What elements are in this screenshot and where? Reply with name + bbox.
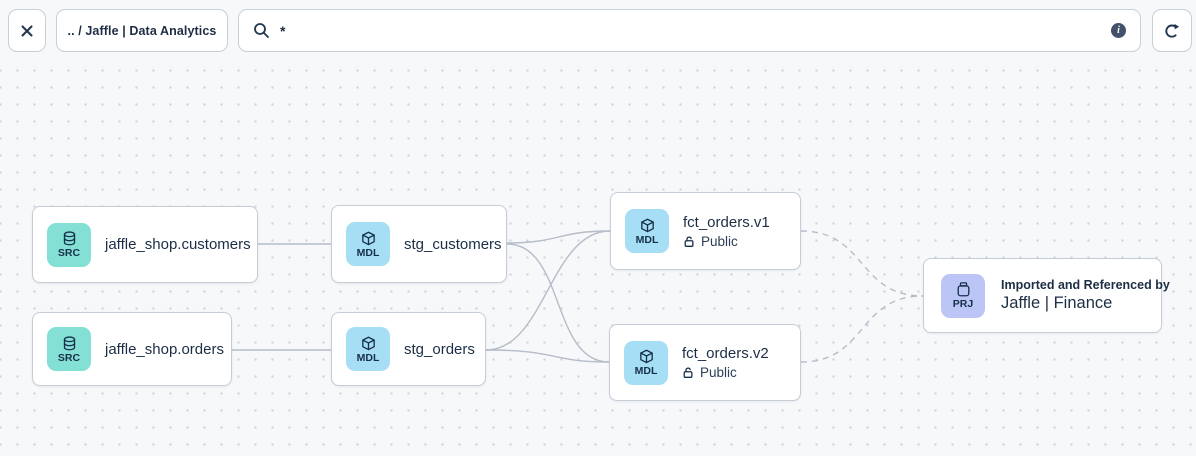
badge-label: MDL: [635, 233, 659, 246]
node-title: jaffle_shop.orders: [105, 340, 224, 358]
node-fct-orders-v2[interactable]: MDL fct_orders.v2 Public: [609, 324, 801, 401]
node-title: fct_orders.v2: [682, 345, 769, 362]
database-icon: [63, 231, 75, 246]
node-src-jaffle-shop-orders[interactable]: SRC jaffle_shop.orders: [32, 312, 232, 386]
node-fct-orders-v1[interactable]: MDL fct_orders.v1 Public: [610, 192, 801, 270]
cube-icon: [361, 336, 375, 350]
access-row: Public: [683, 234, 770, 249]
node-project-jaffle-finance[interactable]: PRJ Imported and Referenced by Jaffle | …: [923, 258, 1170, 333]
edge-stg-customers-fct-v2: [506, 243, 610, 363]
badge-label: SRC: [57, 247, 81, 259]
project-subtitle: Imported and Referenced by: [1001, 278, 1170, 292]
refresh-button[interactable]: [1152, 9, 1192, 52]
access-label: Public: [701, 233, 738, 249]
badge-label: MDL: [634, 365, 658, 377]
close-icon: [21, 24, 33, 37]
search-bar[interactable]: i: [238, 9, 1141, 52]
node-src-jaffle-shop-customers[interactable]: SRC jaffle_shop.customers: [32, 206, 258, 283]
model-badge: MDL: [346, 327, 390, 371]
search-icon: [254, 23, 269, 38]
lock-open-icon: [683, 367, 693, 378]
node-title: stg_orders: [404, 340, 475, 358]
search-input[interactable]: [280, 22, 1111, 39]
model-badge: MDL: [625, 209, 669, 253]
access-row: Public: [682, 365, 769, 380]
edge-stg-orders-fct-v1: [485, 230, 611, 351]
breadcrumb[interactable]: .. / Jaffle | Data Analytics: [56, 9, 228, 52]
badge-label: PRJ: [952, 298, 974, 310]
badge-label: SRC: [57, 351, 81, 364]
model-badge: MDL: [624, 340, 668, 385]
node-stg-customers[interactable]: MDL stg_customers: [331, 205, 507, 283]
project-jar-icon: [957, 282, 969, 297]
edge-fct-v2-project: [800, 295, 924, 363]
badge-label: MDL: [356, 351, 380, 364]
node-title: fct_orders.v1: [683, 213, 770, 231]
source-badge: SRC: [47, 327, 91, 371]
cube-icon: [361, 231, 375, 245]
edge-stg-orders-fct-v2: [485, 349, 610, 363]
model-badge: MDL: [346, 222, 390, 266]
edge-fct-v1-project: [800, 230, 924, 297]
database-icon: [63, 335, 75, 350]
close-button[interactable]: [8, 9, 46, 52]
node-title: jaffle_shop.customers: [105, 236, 251, 253]
info-icon[interactable]: i: [1111, 23, 1126, 38]
badge-label: MDL: [356, 246, 380, 259]
cube-icon: [639, 349, 653, 364]
refresh-icon: [1165, 23, 1180, 38]
node-title: stg_customers: [404, 235, 502, 253]
edge-stg-customers-fct-v1: [506, 230, 611, 244]
access-label: Public: [700, 365, 737, 380]
node-stg-orders[interactable]: MDL stg_orders: [331, 312, 486, 386]
project-badge: PRJ: [941, 273, 985, 318]
cube-icon: [640, 218, 654, 232]
project-title: Jaffle | Finance: [1001, 294, 1113, 312]
lock-open-icon: [684, 235, 694, 247]
breadcrumb-label: .. / Jaffle | Data Analytics: [67, 23, 217, 38]
source-badge: SRC: [47, 222, 91, 267]
